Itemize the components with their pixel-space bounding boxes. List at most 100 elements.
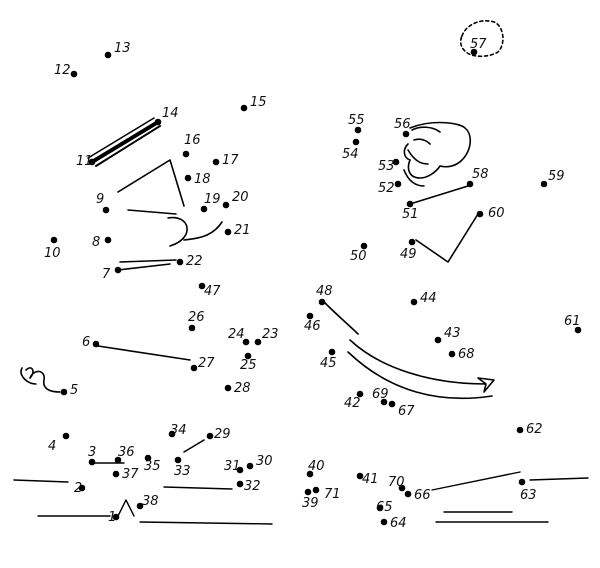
point-63: 63 bbox=[518, 478, 537, 503]
dot-35[interactable] bbox=[144, 454, 152, 462]
dot-26[interactable] bbox=[188, 324, 196, 332]
dot-60[interactable] bbox=[476, 210, 484, 218]
dot-5[interactable] bbox=[60, 388, 68, 396]
dot-11[interactable] bbox=[88, 158, 96, 166]
dot-number-7: 7 bbox=[102, 267, 111, 282]
dot-52[interactable] bbox=[394, 180, 402, 188]
dot-44[interactable] bbox=[410, 298, 418, 306]
dot-number-21: 21 bbox=[234, 223, 251, 238]
point-35: 35 bbox=[144, 454, 161, 474]
dot-22[interactable] bbox=[176, 258, 184, 266]
dot-33[interactable] bbox=[174, 456, 182, 464]
dot-39[interactable] bbox=[304, 488, 312, 496]
dot-4[interactable] bbox=[62, 432, 70, 440]
dot-6[interactable] bbox=[92, 340, 100, 348]
dot-7[interactable] bbox=[114, 266, 122, 274]
dot-43[interactable] bbox=[434, 336, 442, 344]
dot-56[interactable] bbox=[402, 130, 410, 138]
dot-27[interactable] bbox=[190, 364, 198, 372]
dot-20[interactable] bbox=[222, 201, 230, 209]
point-4: 4 bbox=[48, 432, 70, 454]
dot-number-31: 31 bbox=[224, 459, 241, 474]
dot-54[interactable] bbox=[352, 138, 360, 146]
dot-53[interactable] bbox=[392, 158, 400, 166]
arm-upper bbox=[409, 185, 469, 205]
point-51: 51 bbox=[402, 200, 419, 222]
dot-30[interactable] bbox=[246, 462, 254, 470]
dot-61[interactable] bbox=[574, 326, 582, 334]
dot-number-30: 30 bbox=[256, 454, 273, 469]
dot-number-2: 2 bbox=[74, 481, 82, 496]
point-24: 24 bbox=[228, 327, 250, 346]
dot-51[interactable] bbox=[406, 200, 414, 208]
dot-66[interactable] bbox=[404, 490, 412, 498]
dot-3[interactable] bbox=[88, 458, 96, 466]
ground-line-6 bbox=[139, 521, 273, 525]
dot-64[interactable] bbox=[380, 518, 388, 526]
dot-28[interactable] bbox=[224, 384, 232, 392]
dot-34[interactable] bbox=[168, 430, 176, 438]
dot-70[interactable] bbox=[398, 484, 406, 492]
dot-58[interactable] bbox=[466, 180, 474, 188]
dot-68[interactable] bbox=[448, 350, 456, 358]
dot-69[interactable] bbox=[380, 398, 388, 406]
dot-18[interactable] bbox=[184, 174, 192, 182]
dot-10[interactable] bbox=[50, 236, 58, 244]
dot-19[interactable] bbox=[200, 205, 208, 213]
dot-13[interactable] bbox=[104, 51, 112, 59]
dot-17[interactable] bbox=[212, 158, 220, 166]
dot-63[interactable] bbox=[518, 478, 526, 486]
point-38: 38 bbox=[136, 494, 159, 510]
dot-38[interactable] bbox=[136, 502, 144, 510]
dot-25[interactable] bbox=[244, 352, 252, 360]
dot-55[interactable] bbox=[354, 126, 362, 134]
point-12: 12 bbox=[54, 63, 78, 78]
dot-47[interactable] bbox=[198, 282, 206, 290]
dot-49[interactable] bbox=[408, 238, 416, 246]
dot-41[interactable] bbox=[356, 472, 364, 480]
dot-21[interactable] bbox=[224, 228, 232, 236]
dot-number-69: 69 bbox=[372, 387, 389, 402]
point-39: 39 bbox=[302, 488, 319, 511]
point-37: 37 bbox=[112, 467, 139, 482]
point-48: 48 bbox=[316, 284, 333, 306]
dot-50[interactable] bbox=[360, 242, 368, 250]
dot-62[interactable] bbox=[516, 426, 524, 434]
point-62: 62 bbox=[516, 422, 543, 437]
dot-12[interactable] bbox=[70, 70, 78, 78]
dot-42[interactable] bbox=[356, 390, 364, 398]
dot-9[interactable] bbox=[102, 206, 110, 214]
ear-curl bbox=[167, 216, 188, 247]
dot-24[interactable] bbox=[242, 338, 250, 346]
dot-14[interactable] bbox=[154, 118, 162, 126]
dot-31[interactable] bbox=[236, 466, 244, 474]
dot-32[interactable] bbox=[236, 480, 244, 488]
dot-40[interactable] bbox=[306, 470, 314, 478]
dot-57[interactable] bbox=[470, 48, 478, 56]
dot-number-19: 19 bbox=[204, 192, 221, 207]
dot-71[interactable] bbox=[312, 486, 320, 494]
dot-8[interactable] bbox=[104, 236, 112, 244]
dot-59[interactable] bbox=[540, 180, 548, 188]
dot-48[interactable] bbox=[318, 298, 326, 306]
dot-23[interactable] bbox=[254, 338, 262, 346]
dot-67[interactable] bbox=[388, 400, 396, 408]
dot-45[interactable] bbox=[328, 348, 336, 356]
dot-1[interactable] bbox=[112, 513, 120, 521]
dot-36[interactable] bbox=[114, 456, 122, 464]
dot-46[interactable] bbox=[306, 312, 314, 320]
dot-65[interactable] bbox=[376, 504, 384, 512]
point-27: 27 bbox=[190, 356, 215, 372]
hat-brim-stroke-2 bbox=[95, 125, 161, 167]
dot-number-26: 26 bbox=[188, 310, 205, 325]
dot-number-14: 14 bbox=[162, 106, 179, 121]
dot-2[interactable] bbox=[78, 484, 86, 492]
hat-brim-stroke bbox=[90, 120, 160, 164]
dot-16[interactable] bbox=[182, 150, 190, 158]
dot-37[interactable] bbox=[112, 470, 120, 478]
dot-29[interactable] bbox=[206, 432, 214, 440]
dot-15[interactable] bbox=[240, 104, 248, 112]
dot-number-9: 9 bbox=[96, 192, 104, 207]
point-20: 20 bbox=[222, 190, 249, 209]
point-65: 65 bbox=[376, 500, 393, 515]
